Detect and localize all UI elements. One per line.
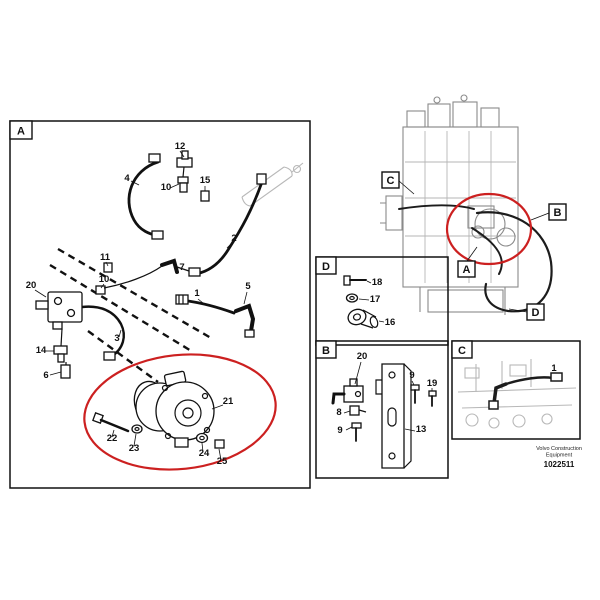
part-label: 25 bbox=[217, 456, 228, 467]
valve-20-b bbox=[331, 378, 364, 405]
part-label: 10 bbox=[99, 274, 110, 285]
part-label: 3 bbox=[114, 333, 119, 344]
part-label: 5 bbox=[245, 281, 251, 292]
part-label: 19 bbox=[427, 378, 438, 389]
part-label: 8 bbox=[336, 407, 341, 418]
part-label: 4 bbox=[124, 173, 130, 184]
main-part-labels: 12 4 10 15 2 11 7 20 10 1 5 3 14 6 21 22… bbox=[26, 141, 252, 467]
footer: Volvo Construction Equipment 1022511 bbox=[536, 446, 582, 469]
fitting-8 bbox=[349, 405, 367, 416]
fitting-6 bbox=[60, 362, 71, 379]
hose-2 bbox=[188, 173, 267, 277]
bolt-9-top bbox=[410, 384, 420, 404]
part-label: 10 bbox=[161, 182, 172, 193]
part-label: 9 bbox=[409, 370, 414, 381]
detail-panel-c: 1 C bbox=[451, 340, 581, 440]
callout-letter: A bbox=[463, 264, 471, 276]
callout-letter: D bbox=[532, 307, 540, 319]
part-label: 7 bbox=[179, 262, 184, 273]
part-label: 9 bbox=[337, 425, 342, 436]
part-label: 21 bbox=[223, 396, 234, 407]
fitting-10-lower bbox=[95, 265, 163, 295]
panel-letter: D bbox=[322, 261, 330, 273]
washer-23 bbox=[131, 424, 143, 434]
c-part-labels: 1 bbox=[551, 363, 557, 374]
overview-callouts: C B A D bbox=[381, 171, 567, 321]
plug-25 bbox=[214, 439, 225, 449]
detail-panel-d: 18 17 16 D bbox=[315, 256, 449, 346]
part-label: 17 bbox=[370, 294, 381, 305]
bushing-16 bbox=[347, 308, 379, 329]
part-label: 18 bbox=[372, 277, 383, 288]
part-label: 15 bbox=[200, 175, 211, 186]
washer-17 bbox=[345, 293, 359, 303]
pump-assembly bbox=[133, 370, 215, 448]
part-label: 6 bbox=[43, 370, 48, 381]
red-highlight-ellipse-overview bbox=[445, 192, 533, 266]
main-panel-border bbox=[9, 120, 311, 489]
hose-3 bbox=[80, 305, 125, 361]
part-label: 23 bbox=[129, 443, 140, 454]
publisher-name-line2: Equipment bbox=[546, 453, 573, 459]
fitting-11 bbox=[103, 262, 113, 273]
part-label: 20 bbox=[357, 351, 368, 362]
part-label: 22 bbox=[107, 433, 118, 444]
tee-fitting-12 bbox=[176, 150, 193, 178]
hose-4 bbox=[127, 153, 164, 240]
leader-lines-main bbox=[34, 150, 248, 461]
main-panel-letter: A bbox=[9, 120, 33, 140]
machine-overview: C B A D bbox=[380, 94, 567, 321]
part-label: 11 bbox=[100, 252, 111, 263]
panel-letter: C bbox=[458, 345, 466, 357]
bolt-18 bbox=[343, 275, 367, 286]
fitting-15 bbox=[200, 190, 210, 202]
part-label: 20 bbox=[26, 280, 37, 291]
washer-24 bbox=[195, 432, 209, 444]
part-label: 12 bbox=[175, 141, 186, 152]
part-label: 1 bbox=[551, 363, 557, 374]
bracket-13 bbox=[375, 363, 412, 469]
bolt-22 bbox=[92, 412, 130, 433]
panel-b-letter: B bbox=[315, 340, 337, 359]
b-part-labels: 20 9 19 8 9 13 bbox=[336, 351, 437, 436]
callout-letter: C bbox=[387, 175, 395, 187]
dashed-reference-lines bbox=[49, 247, 212, 383]
panel-letter: A bbox=[17, 126, 25, 138]
overview-hoses bbox=[398, 204, 553, 313]
tee-fitting-14 bbox=[53, 328, 68, 363]
elbow-7 bbox=[160, 258, 190, 274]
red-highlight-ellipse-main bbox=[83, 353, 277, 471]
fitting-10-upper bbox=[177, 176, 189, 193]
panel-c-letter: C bbox=[451, 340, 473, 359]
panel-d-letter: D bbox=[315, 256, 337, 275]
d-part-labels: 18 17 16 bbox=[370, 277, 396, 328]
part-label: 13 bbox=[416, 424, 427, 435]
c-faint-background bbox=[457, 359, 577, 429]
hose-1 bbox=[175, 294, 236, 315]
main-panel: 12 4 10 15 2 11 7 20 10 1 5 3 14 6 21 22… bbox=[9, 120, 311, 489]
panel-letter: B bbox=[322, 345, 330, 357]
leader-lines-b bbox=[343, 361, 433, 432]
publisher-name-line1: Volvo Construction bbox=[536, 446, 582, 452]
detail-panel-b: 20 9 19 8 9 13 B bbox=[315, 340, 449, 479]
bolt-9-bottom bbox=[351, 422, 362, 442]
part-label: 16 bbox=[385, 317, 396, 328]
leader-lines-d bbox=[358, 280, 385, 323]
machine-fragment-faint bbox=[241, 162, 304, 207]
callout-letter: B bbox=[554, 207, 562, 219]
part-label: 14 bbox=[36, 345, 47, 356]
elbow-5 bbox=[234, 303, 256, 338]
part-label: 24 bbox=[199, 448, 210, 459]
machine-drawing bbox=[380, 94, 519, 315]
fitting-19 bbox=[428, 390, 437, 407]
figure-number: 1022511 bbox=[544, 460, 575, 469]
hose-1-detail bbox=[488, 372, 563, 410]
valve-block-20 bbox=[35, 291, 83, 330]
part-label: 1 bbox=[194, 288, 200, 299]
part-label: 2 bbox=[231, 233, 236, 244]
